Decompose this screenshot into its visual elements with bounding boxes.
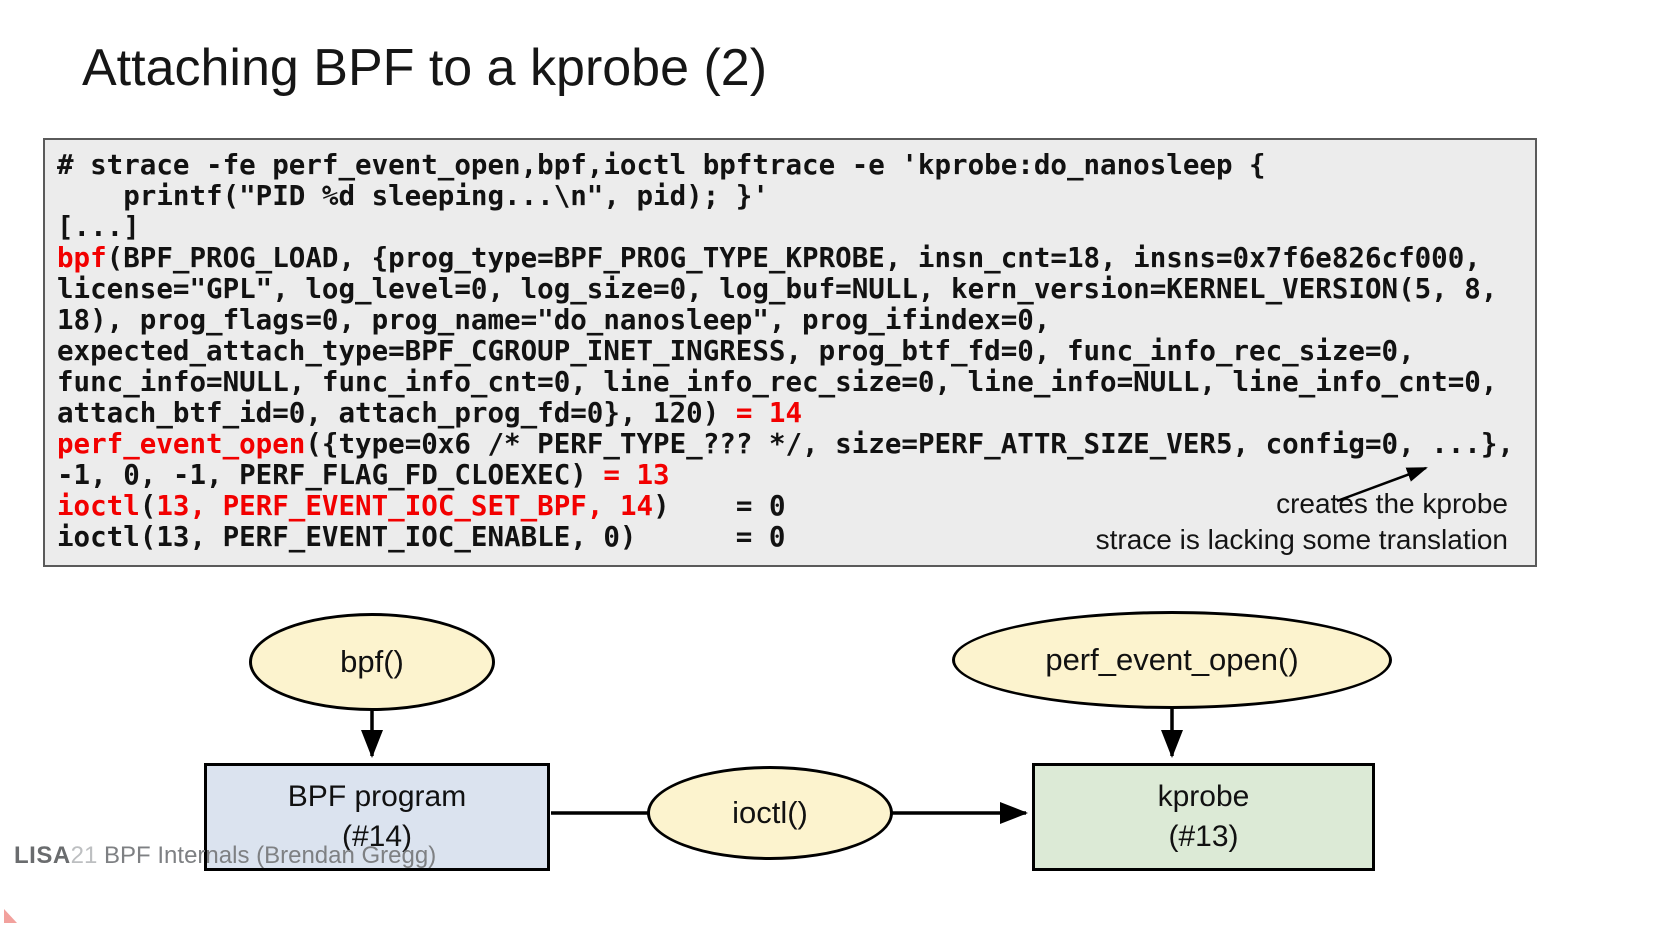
node-sublabel: (#13) — [1168, 820, 1239, 853]
annotation-block: creates the kprobe strace is lacking som… — [1096, 486, 1508, 558]
annotation-strace-translation: strace is lacking some translation — [1095, 524, 1508, 555]
footer-brand: LISA — [14, 842, 71, 869]
node-perf-event-open-syscall: perf_event_open() — [952, 611, 1392, 709]
node-label: perf_event_open() — [1045, 642, 1299, 677]
node-bpf-program: BPF program (#14) — [204, 763, 550, 871]
lisa-logo-corner-mark — [4, 909, 17, 923]
code-line: 18), prog_flags=0, prog_name="do_nanosle… — [57, 304, 1051, 336]
node-sublabel: (#14) — [341, 820, 413, 853]
node-label: BPF program — [287, 780, 467, 813]
code-line: perf_event_open({type=0x6 /* PERF_TYPE_?… — [57, 428, 1514, 460]
node-ioctl-syscall: ioctl() — [647, 766, 893, 860]
node-bpf-syscall: bpf() — [249, 613, 495, 711]
annotation-creates-kprobe: creates the kprobe — [1276, 488, 1508, 519]
code-line: -1, 0, -1, PERF_FLAG_FD_CLOEXEC) = 13 — [57, 459, 670, 491]
node-kprobe: kprobe (#13) — [1032, 763, 1375, 871]
footer-text: BPF Internals (Brendan Gregg) — [97, 842, 437, 869]
node-label: ioctl() — [732, 795, 808, 830]
code-line: license="GPL", log_level=0, log_size=0, … — [57, 273, 1498, 305]
terminal-output-panel: # strace -fe perf_event_open,bpf,ioctl b… — [43, 138, 1537, 567]
code-line: attach_btf_id=0, attach_prog_fd=0}, 120)… — [57, 397, 803, 429]
code-line: func_info=NULL, func_info_cnt=0, line_in… — [57, 366, 1498, 398]
code-line: [...] — [57, 211, 140, 243]
terminal-output: # strace -fe perf_event_open,bpf,ioctl b… — [57, 150, 1514, 553]
code-line: expected_attach_type=BPF_CGROUP_INET_ING… — [57, 335, 1415, 367]
code-line: printf("PID %d sleeping...\n", pid); }' — [57, 180, 769, 212]
slide-title: Attaching BPF to a kprobe (2) — [82, 39, 768, 97]
footer-year: 21 — [70, 842, 98, 869]
code-line: # strace -fe perf_event_open,bpf,ioctl b… — [57, 149, 1266, 181]
code-line: ioctl(13, PERF_EVENT_IOC_SET_BPF, 14) = … — [57, 490, 786, 522]
code-line: bpf(BPF_PROG_LOAD, {prog_type=BPF_PROG_T… — [57, 242, 1481, 274]
code-line: ioctl(13, PERF_EVENT_IOC_ENABLE, 0) = 0 — [57, 521, 786, 553]
node-label: bpf() — [340, 644, 404, 679]
footer: LISA21 BPF Internals (Brendan Gregg) — [14, 842, 436, 870]
node-label: kprobe — [1157, 780, 1250, 813]
